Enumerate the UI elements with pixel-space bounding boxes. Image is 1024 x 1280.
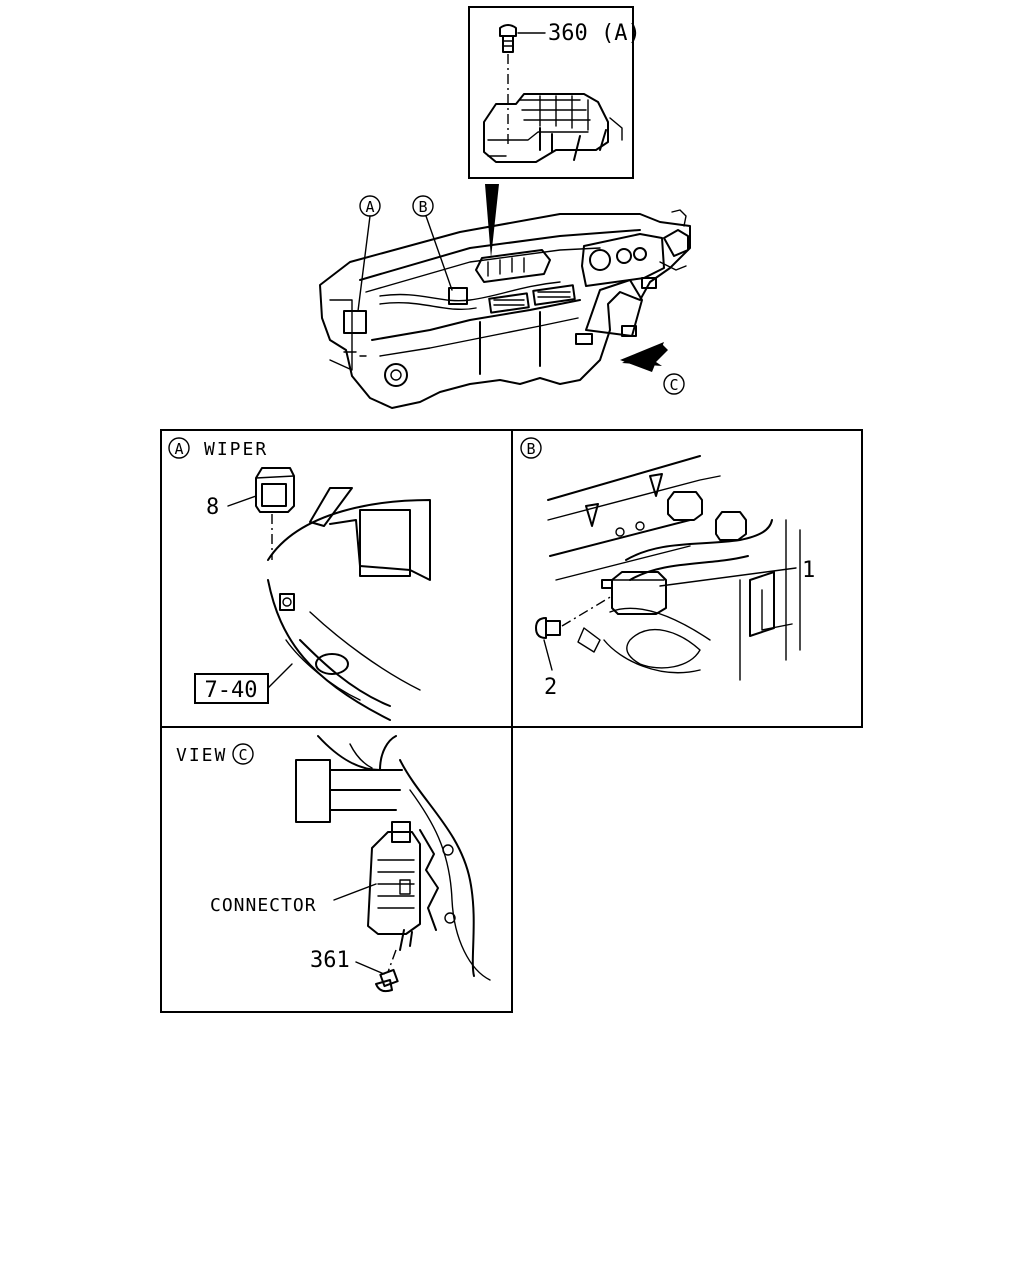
overview-marker-b: B: [412, 195, 453, 291]
top-inset-frame: [468, 6, 634, 179]
screw-361-icon: [375, 968, 399, 993]
part-label-360: 360 (A): [548, 21, 641, 46]
leader-361: [355, 961, 385, 975]
bolt-360-icon: [499, 24, 517, 53]
wiper-relay-icon: [255, 467, 295, 513]
panel-b: B 1: [511, 429, 863, 728]
part-label-8: 8: [206, 495, 219, 520]
relay-a-on-dash: [343, 310, 367, 334]
screw-2-axis: [561, 595, 613, 627]
part-label-2: 2: [544, 675, 557, 700]
screw-361-axis: [387, 949, 397, 973]
top-inset: 360 (A): [468, 6, 641, 258]
connector-icon: [367, 821, 439, 951]
relay-b-on-dash: [448, 287, 468, 305]
svg-text:A: A: [365, 198, 374, 216]
svg-text:B: B: [418, 198, 427, 216]
ref-label-7-40: 7-40: [205, 678, 258, 703]
panel-b-marker-circle: [520, 437, 542, 459]
panel-c-marker-circle: [232, 743, 254, 765]
connector-label: CONNECTOR: [210, 895, 317, 916]
panel-c-view-label: VIEW: [176, 745, 227, 766]
dashboard-overview: [319, 209, 691, 409]
panel-a-marker-circle: [168, 437, 190, 459]
panel-c-marker: C: [238, 746, 247, 764]
relay-1-icon: [601, 571, 667, 615]
leader-1: [659, 567, 797, 587]
screw-2-icon: [535, 617, 561, 639]
part-label-361: 361: [310, 948, 350, 973]
inset-pointer: [485, 184, 499, 258]
panel-b-frame: [511, 429, 863, 728]
panel-a-wiper: A WIPER 8 7-40: [160, 429, 513, 728]
fuse-block-inset: [483, 93, 623, 163]
dashboard-outline: [319, 213, 691, 409]
panel-a-marker: A: [174, 440, 183, 458]
leader-connector: [333, 883, 377, 901]
panel-c-frame: [160, 726, 513, 1013]
panel-c-view: VIEW C CONNECTOR 361: [160, 726, 513, 1013]
overview-marker-c: C: [663, 373, 685, 395]
leader-8: [227, 495, 257, 507]
svg-text:C: C: [669, 376, 678, 394]
leader-7-40: [267, 663, 293, 689]
panel-b-marker: B: [526, 440, 535, 458]
overview-marker-a: A: [357, 195, 381, 312]
part-label-1: 1: [802, 558, 815, 583]
leader-2: [543, 639, 553, 671]
panel-a-title: WIPER: [204, 439, 268, 460]
